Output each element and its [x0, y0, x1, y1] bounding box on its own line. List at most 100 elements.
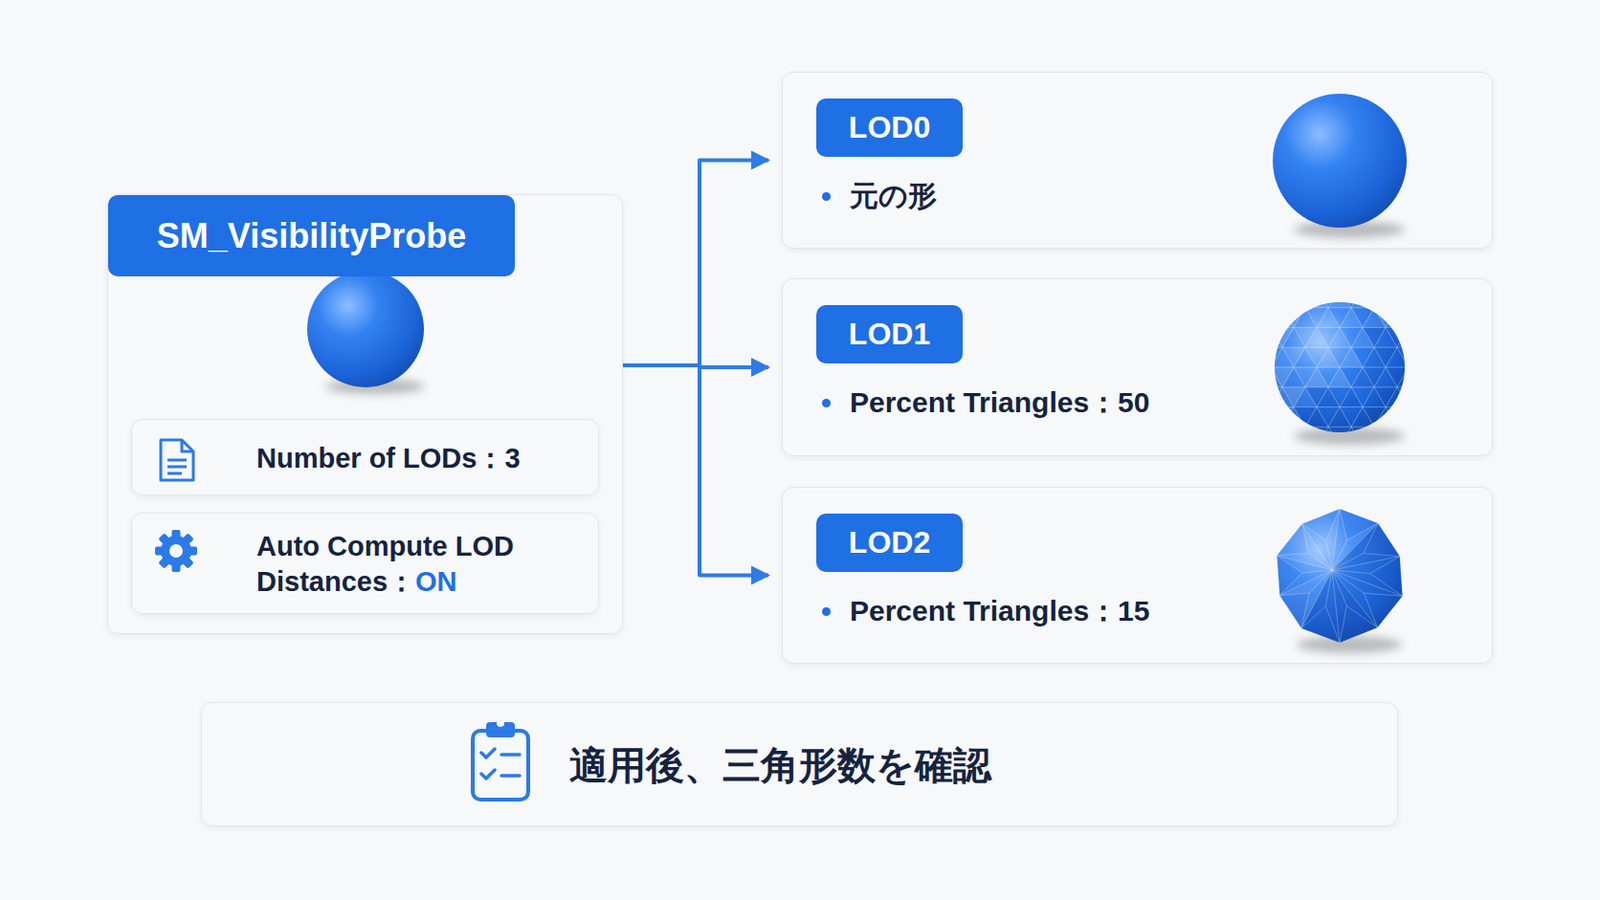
facet: [1247, 327, 1271, 348]
note-text: 適用後、三角形数を確認: [569, 741, 992, 790]
facet: [1397, 367, 1421, 388]
facet: [1431, 446, 1455, 467]
facet: [1279, 593, 1310, 629]
setting-value: ON: [415, 566, 458, 598]
facet: [1236, 387, 1260, 408]
facet: [1385, 407, 1409, 428]
facet: [1236, 446, 1260, 467]
facet: [1431, 367, 1455, 388]
facet: [1443, 426, 1467, 447]
facet: [1466, 446, 1489, 467]
facet: [1247, 367, 1271, 388]
facet: [1279, 570, 1333, 596]
facet: [1224, 367, 1248, 388]
asset-panel: Number of LODs：3Auto Compute LOD Distanc…: [107, 194, 623, 635]
facet: [1466, 347, 1489, 368]
facet: [1408, 347, 1432, 368]
facet: [1236, 426, 1260, 447]
connector-arrow: [622, 160, 769, 367]
facet: [1282, 426, 1306, 447]
panel-title: SM_VisibilityProbe: [108, 195, 515, 277]
facet: [1397, 426, 1421, 447]
facet: [1293, 426, 1317, 447]
facet: [1224, 288, 1248, 309]
facet: [1466, 327, 1489, 348]
facet: [1270, 426, 1294, 447]
facet: [1247, 407, 1271, 428]
facet: [1408, 387, 1432, 408]
connector-arrow: [622, 365, 769, 577]
facets: [1224, 288, 1501, 467]
facet: [1293, 288, 1317, 309]
facet: [1305, 288, 1329, 309]
facet: [1454, 347, 1478, 368]
gear-icon: [155, 530, 198, 573]
facet: [1420, 446, 1444, 467]
facet: [1466, 407, 1489, 428]
facet: [1326, 509, 1340, 571]
facet: [1224, 327, 1248, 348]
facet: [1431, 387, 1455, 408]
lod-badge: LOD0: [816, 98, 963, 157]
facet: [1477, 347, 1501, 368]
facet: [1443, 387, 1467, 408]
facet: [1374, 407, 1398, 428]
facet: [1259, 327, 1283, 348]
facet: [1282, 288, 1306, 309]
lod-setting: Percent Triangles：50: [849, 385, 1150, 421]
facet: [1385, 288, 1409, 309]
facet: [1420, 367, 1444, 388]
facet: [1443, 327, 1467, 348]
lod-card: LOD0元の形: [781, 71, 1493, 249]
facet: [1374, 288, 1398, 309]
facet: [1443, 288, 1467, 309]
facet: [1328, 446, 1352, 467]
facet: [1374, 426, 1398, 447]
facet: [1420, 288, 1444, 309]
setting-label: Number of LODs：3: [256, 441, 521, 477]
facet: [1224, 407, 1248, 428]
facet: [1385, 387, 1409, 408]
facet: [1466, 288, 1489, 309]
facet: [1236, 288, 1260, 309]
lod-badge: LOD1: [816, 305, 963, 364]
facet: [1420, 387, 1444, 408]
low-poly-outline: [1276, 509, 1402, 644]
facet: [1443, 367, 1467, 388]
facet: [1420, 426, 1444, 447]
facet: [1385, 446, 1409, 467]
facet: [1385, 426, 1409, 447]
text-group: Auto Compute LOD Distances：ON: [256, 529, 573, 600]
facet: [1431, 288, 1455, 309]
facet: [1397, 407, 1421, 428]
setting-row: Number of LODs：3: [131, 419, 600, 496]
facet: [1270, 308, 1294, 329]
facet: [1362, 288, 1386, 309]
facet: [1466, 387, 1489, 408]
lod-card: LOD2Percent Triangles：15: [781, 487, 1493, 665]
facet: [1443, 446, 1467, 467]
facet: [1397, 446, 1421, 467]
facet: [1328, 426, 1352, 447]
facet: [1408, 367, 1432, 388]
facet: [1408, 327, 1432, 348]
facet: [1397, 308, 1421, 329]
facet: [1362, 308, 1386, 329]
facet: [1236, 367, 1260, 388]
facet: [1431, 426, 1455, 447]
lod-setting: Percent Triangles：15: [849, 594, 1150, 629]
facet: [1454, 327, 1478, 348]
facet: [1236, 327, 1260, 348]
facet: [1431, 347, 1455, 368]
facet: [1397, 288, 1421, 309]
facet: [1362, 446, 1386, 467]
facet: [1374, 308, 1398, 329]
facet: [1247, 288, 1271, 309]
text-group: 適用後、三角形数を確認: [569, 741, 992, 790]
facet: [1362, 426, 1386, 447]
facet: [1454, 387, 1478, 408]
clipboard-icon: [472, 719, 529, 800]
facet: [1247, 387, 1271, 408]
sphere: [307, 270, 424, 388]
